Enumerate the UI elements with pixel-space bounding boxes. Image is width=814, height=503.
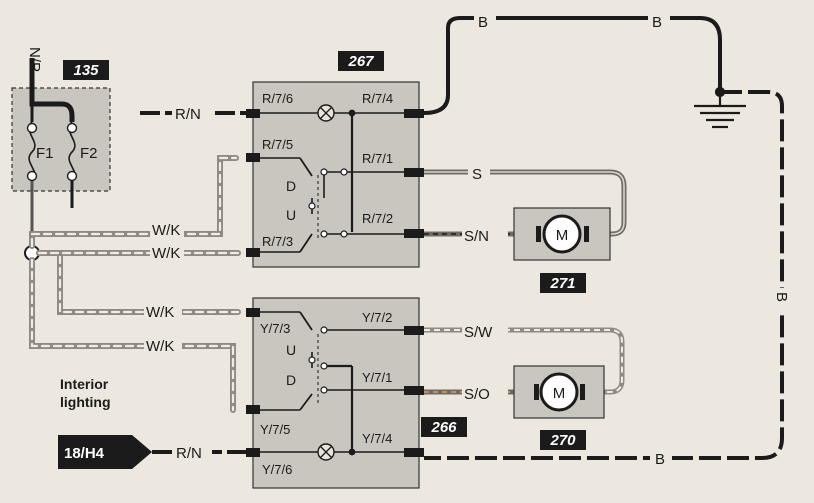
switch-266-down: D <box>286 372 296 388</box>
pin-r-7-2: R/7/2 <box>362 211 393 226</box>
pin-r-7-6: R/7/6 <box>262 91 293 106</box>
rn-top-label-bg <box>172 104 212 122</box>
fuse-f2-label: F2 <box>80 145 98 162</box>
interior-line2: lighting <box>60 394 111 410</box>
b-right-label: B <box>773 292 790 302</box>
motor-270-id: 270 <box>549 432 576 449</box>
pin-y-7-3: Y/7/3 <box>260 321 290 336</box>
ground-wires <box>423 16 784 460</box>
switch-267-lamp-cross <box>319 106 333 120</box>
pin-r-7-4: R/7/4 <box>362 91 393 106</box>
fuse-f1-label: F1 <box>36 145 54 162</box>
sw-label: S/W <box>464 324 493 341</box>
pin-y-7-5: Y/7/5 <box>260 422 290 437</box>
switch-267-contacts <box>308 109 356 238</box>
s-label-bg <box>468 164 490 182</box>
rn-top-label: R/N <box>175 106 201 123</box>
pin-y-7-2: Y/7/2 <box>362 310 392 325</box>
switch-267-connectors <box>246 109 424 257</box>
switch-267-id-tag: 267 <box>338 51 384 71</box>
switch-267-down: D <box>286 178 296 194</box>
pin-r-7-1: R/7/1 <box>362 151 393 166</box>
b-top-right-bg <box>648 12 670 30</box>
switch-267-id: 267 <box>347 53 374 70</box>
b-bottom-label: B <box>655 451 665 468</box>
wk-label-4: W/K <box>146 338 174 355</box>
b-right-bg <box>772 288 792 312</box>
pin-y-7-1: Y/7/1 <box>362 370 392 385</box>
ground-symbol <box>694 86 746 129</box>
wk-label-1: W/K <box>152 222 180 239</box>
switch-266-id: 266 <box>430 419 457 436</box>
pin-r-7-5: R/7/5 <box>262 137 293 152</box>
wk-labels: W/K W/K W/K W/K <box>144 222 184 355</box>
b-top-left-bg <box>474 12 496 30</box>
switch-266-contacts <box>308 326 356 456</box>
fuse-f2 <box>66 121 78 182</box>
motor-270-m: M <box>553 385 566 402</box>
motor-271-id: 271 <box>549 275 575 292</box>
b-bottom-bg <box>650 450 672 468</box>
fuse-box-id-tag: 135 <box>63 60 109 80</box>
b-top-left-label: B <box>478 14 488 31</box>
interior-ref: 18/H4 <box>64 445 105 462</box>
motor-270-symbol: M <box>534 372 585 412</box>
switch-267-internal <box>260 112 404 253</box>
interior-ref-arrow <box>58 435 152 469</box>
rn-bottom-label: R/N <box>176 445 202 462</box>
switch-266-id-tag: 266 <box>421 417 467 437</box>
wk-wires <box>29 155 241 413</box>
switch-266-connectors <box>246 308 424 457</box>
wk-label-3: W/K <box>146 304 174 321</box>
switch-266-internal <box>260 311 404 453</box>
pin-y-7-4: Y/7/4 <box>362 431 392 446</box>
sw-label-bg <box>462 322 508 340</box>
sw-wire <box>424 327 625 395</box>
b-top-right-label: B <box>652 14 662 31</box>
motor-271-m: M <box>556 227 569 244</box>
so-label-bg <box>462 384 508 402</box>
pin-y-7-6: Y/7/6 <box>262 462 292 477</box>
pin-r-7-3: R/7/3 <box>262 234 293 249</box>
motor-271-id-tag: 271 <box>540 273 586 293</box>
fuse-f1 <box>26 121 38 182</box>
wk-label-2: W/K <box>152 245 180 262</box>
so-label: S/O <box>464 386 490 403</box>
motor-270-id-tag: 270 <box>540 430 586 450</box>
switch-267-up: U <box>286 207 296 223</box>
sn-label-bg <box>462 226 508 244</box>
s-label: S <box>472 166 482 183</box>
motor-271-symbol: M <box>536 214 589 254</box>
fuse-box-id: 135 <box>73 62 99 79</box>
s-wire <box>424 169 627 237</box>
interior-line1: Interior <box>60 376 109 392</box>
supply-wire <box>29 58 75 122</box>
sn-label: S/N <box>464 228 489 245</box>
switch-266-up: U <box>286 342 296 358</box>
switch-266-lamp-cross <box>319 445 333 459</box>
rn-bottom-label-bg <box>172 443 212 461</box>
